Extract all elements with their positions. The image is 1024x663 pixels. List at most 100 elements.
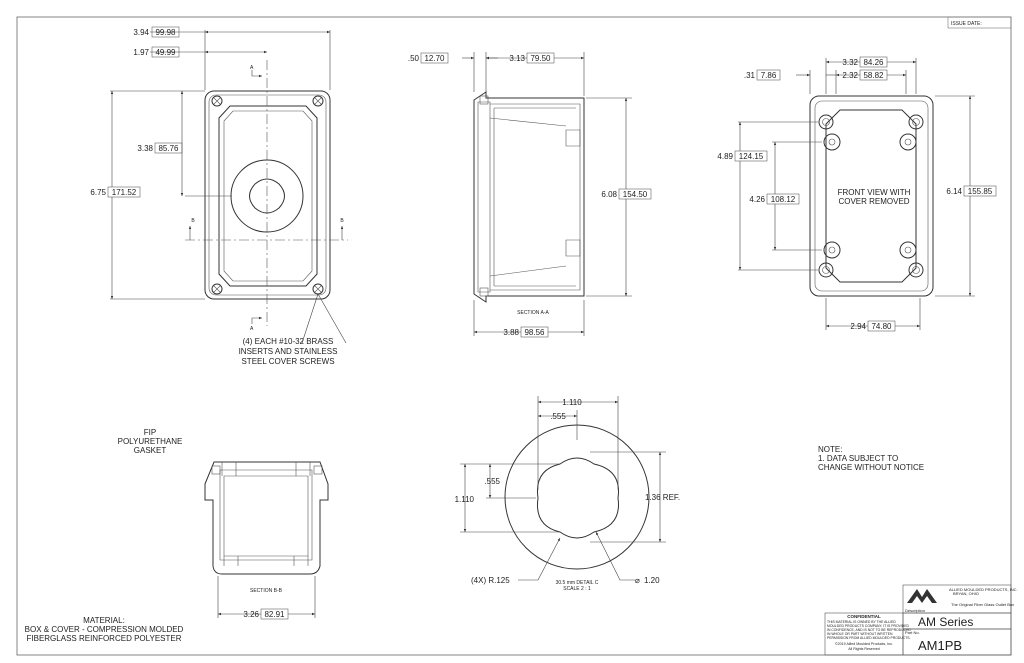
front-height-value: 6.75	[90, 188, 106, 197]
detail-ref-value: 1.36 REF.	[645, 493, 680, 502]
back-top-outer-value: 3.32	[842, 58, 858, 67]
copyright-line-2: All Rights Reserved	[848, 647, 880, 651]
confidential-line-5: PERMISSION FROM ALLIED MOULDED PRODUCTS.	[827, 636, 911, 640]
part-number: AM1PB	[918, 638, 962, 653]
front-half-width-mm: 49.99	[155, 48, 176, 57]
diameter-symbol: ⌀	[635, 576, 640, 585]
copyright-line-1: ©2019 Allied Moulded Products, Inc.	[835, 642, 893, 646]
back-offset-value: .31	[744, 71, 756, 80]
gasket-line-1: FIP	[144, 428, 156, 437]
issue-date-box: ISSUE DATE:	[947, 16, 1012, 29]
section-b-left-label: B	[191, 218, 195, 224]
detail-c-outline	[504, 424, 650, 570]
section-aa-base-value: 3.88	[503, 328, 519, 337]
mounting-boss-bottom-left	[823, 241, 841, 259]
callout-line-2: INSERTS AND STAINLESS	[239, 347, 338, 356]
back-outer-v-value: 4.89	[717, 152, 733, 161]
section-bb-width-mm: 82.91	[264, 610, 285, 619]
material-line-2: FIBERGLASS REINFORCED POLYESTER	[27, 634, 182, 643]
section-aa-lip-value: .50	[408, 54, 420, 63]
back-offset-mm: 7.86	[761, 71, 777, 80]
detail-left-full-value: 1.110	[455, 495, 475, 504]
detail-top-half-value: .555	[550, 412, 566, 421]
confidential-line-3: IN CONFIDENCE, AND IS NOT TO BE REPRODUC…	[827, 628, 911, 632]
notes-title: NOTE:	[818, 445, 842, 454]
notes-block: NOTE: 1. DATA SUBJECT TO CHANGE WITHOUT …	[818, 445, 924, 472]
back-top-outer-mm: 84.26	[863, 58, 884, 67]
section-aa-height-value: 6.08	[601, 190, 617, 199]
section-aa-lip-mm: 12.70	[424, 54, 445, 63]
back-inner-v-mm: 108.12	[771, 195, 796, 204]
company-name: ALLIED MOULDED PRODUCTS, INC.	[949, 587, 1018, 592]
detail-top-full-value: 1.110	[562, 398, 582, 407]
front-width-value: 3.94	[133, 28, 149, 37]
front-view: A A B B 3.94 99.98 1.97 49.99 3.38 85.76…	[90, 26, 348, 366]
detail-diameter-value: 1.20	[644, 576, 660, 585]
back-top-inner-value: 2.32	[842, 71, 858, 80]
cover-screw-bottom-left	[211, 283, 223, 295]
back-view: FRONT VIEW WITH COVER REMOVED 3.32 84.26…	[717, 56, 997, 332]
section-aa-base-mm: 98.56	[524, 328, 545, 337]
company-city: BRYAN, OHIO	[953, 591, 979, 596]
detail-c-caption-line-1: 30.5 mm DETAIL C	[556, 580, 599, 586]
back-outer-v-mm: 124.15	[739, 152, 764, 161]
front-half-height-value: 3.38	[137, 144, 153, 153]
corner-boss-bottom-left	[818, 262, 834, 278]
mounting-boss-bottom-right	[899, 241, 917, 259]
material-block: MATERIAL: BOX & COVER - COMPRESSION MOLD…	[25, 616, 184, 643]
section-aa-view: .50 12.70 3.13 79.50 6.08 154.50 SECTION…	[408, 52, 652, 338]
section-aa-depth-value: 3.13	[509, 54, 525, 63]
section-aa-depth-mm: 79.50	[530, 54, 551, 63]
material-title: MATERIAL:	[83, 616, 125, 625]
section-bb-view: SECTION B-B 3.26 82.91	[204, 461, 329, 620]
corner-boss-bottom-right	[908, 262, 924, 278]
series-name: AM Series	[918, 615, 973, 629]
notes-line-1: 1. DATA SUBJECT TO	[818, 454, 898, 463]
mounting-boss-top-right	[899, 133, 917, 151]
issue-date-label: ISSUE DATE:	[951, 21, 982, 27]
section-aa-caption: SECTION A-A	[517, 310, 549, 316]
gasket-note: FIP POLYURETHANE GASKET	[118, 428, 183, 455]
front-height-mm: 171.52	[112, 188, 137, 197]
callout-line-3: STEEL COVER SCREWS	[241, 357, 334, 366]
section-bb-caption: SECTION B-B	[250, 588, 283, 594]
notes-line-2: CHANGE WITHOUT NOTICE	[818, 463, 924, 472]
confidential-line-4: IN WHOLE OR PART WITHOUT WRITTEN	[827, 632, 893, 636]
company-logo	[907, 589, 937, 603]
company-tagline: The Original Fiber Glass Outlet Box	[951, 602, 1014, 607]
front-width-mm: 99.98	[155, 28, 176, 37]
back-height-mm: 155.85	[968, 187, 993, 196]
back-bottom-value: 2.94	[850, 322, 866, 331]
section-bb-width-value: 3.26	[243, 610, 259, 619]
back-bottom-mm: 74.80	[871, 322, 892, 331]
corner-boss-top-right	[908, 114, 924, 130]
description-label: Description	[905, 608, 925, 613]
detail-left-half-value: .555	[484, 477, 500, 486]
detail-c-hole	[536, 457, 619, 539]
section-a-top-label: A	[250, 65, 254, 71]
cover-screw-bottom-right	[312, 283, 324, 295]
back-top-inner-mm: 58.82	[863, 71, 884, 80]
back-view-label-line-1: FRONT VIEW WITH	[838, 188, 911, 197]
front-half-width-value: 1.97	[133, 48, 149, 57]
title-block: ALLIED MOULDED PRODUCTS, INC. BRYAN, OHI…	[824, 584, 1018, 656]
confidential-title: CONFIDENTIAL	[847, 614, 881, 619]
material-line-1: BOX & COVER - COMPRESSION MOLDED	[25, 625, 184, 634]
mounting-boss-top-left	[823, 133, 841, 151]
part-number-label: Part No.	[905, 630, 920, 635]
back-height-value: 6.14	[946, 187, 962, 196]
back-view-label-line-2: COVER REMOVED	[838, 197, 909, 206]
detail-c-caption-line-2: SCALE 2 : 1	[563, 586, 591, 592]
cover-screw-top-right	[312, 95, 324, 107]
sheet-border	[16, 16, 1012, 656]
gasket-line-3: GASKET	[134, 446, 167, 455]
section-b-right-label: B	[340, 218, 344, 224]
confidential-line-1: THIS MATERIAL IS OWNED BY THE ALLIED	[827, 620, 896, 624]
cover-screw-top-left	[211, 95, 223, 107]
back-inner-v-value: 4.26	[749, 195, 765, 204]
detail-c-view: 1.110 .555 1.110 .555 1.36 REF. (4X) R.1…	[455, 396, 680, 592]
front-half-height-mm: 85.76	[158, 144, 179, 153]
gasket-line-2: POLYURETHANE	[118, 437, 183, 446]
corner-boss-top-left	[818, 114, 834, 130]
